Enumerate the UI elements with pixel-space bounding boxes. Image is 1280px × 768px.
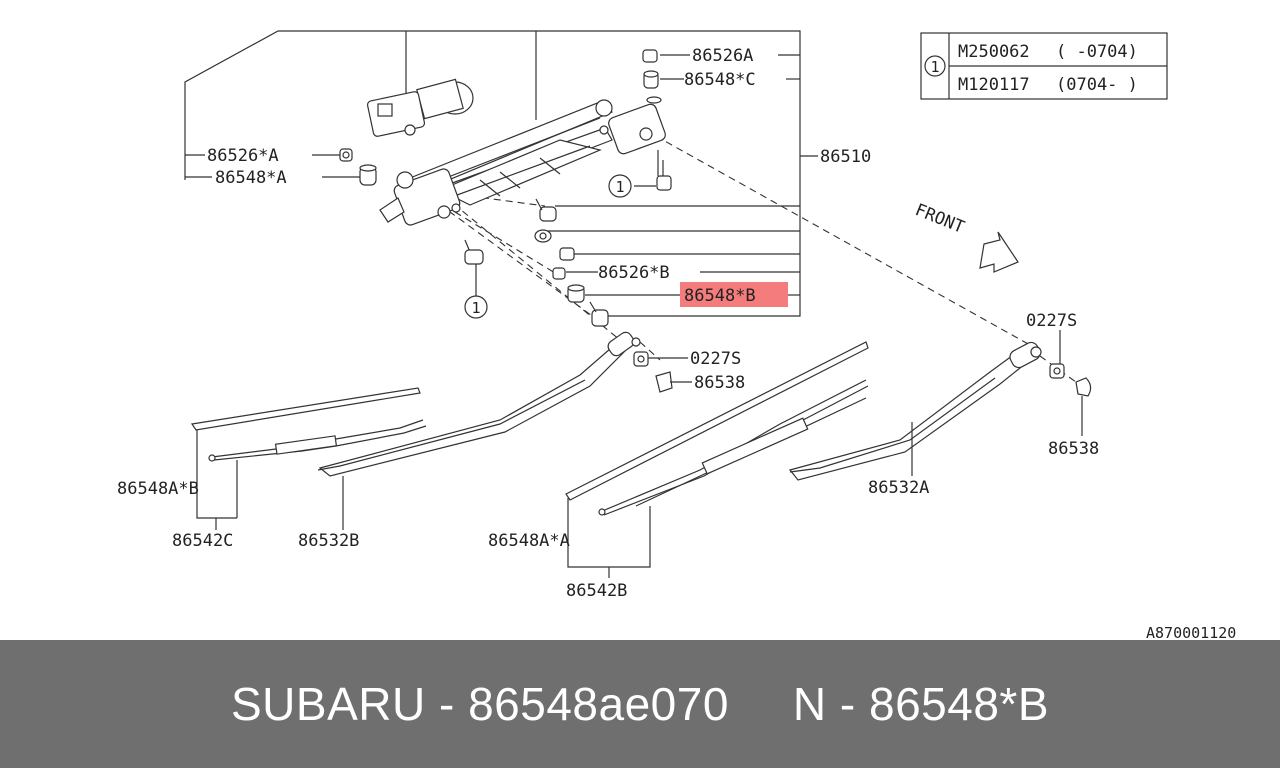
label-0227S-mid: 0227S	[690, 349, 741, 369]
footer-part-number: SUBARU - 86548ae070	[230, 678, 729, 730]
right-wiper-arm	[788, 341, 1042, 481]
figure-code: A870001120	[1146, 624, 1236, 640]
bracket-lines	[184, 30, 818, 317]
callout-labels: 86526A 86548*C 86510 86526*A 86548*A 865…	[117, 46, 1236, 640]
label-86542C: 86542C	[172, 531, 233, 551]
label-86548A-left: 86548*A	[215, 168, 287, 188]
ref-marker-top: 1	[615, 178, 624, 196]
fasteners	[339, 49, 672, 327]
front-label: FRONT	[912, 200, 967, 238]
ref-markers: 1 1	[464, 174, 632, 319]
label-86538-right: 86538	[1048, 439, 1099, 459]
legend-row2-part: M120117	[958, 75, 1030, 95]
footer-bar: SUBARU - 86548ae070 N - 86548*B	[0, 640, 1280, 768]
legend-row1-range: ( -0704)	[1056, 42, 1138, 62]
label-86510: 86510	[820, 147, 871, 167]
label-86542B: 86542B	[566, 581, 627, 601]
label-86532B: 86532B	[298, 531, 359, 551]
bottom-brackets	[196, 430, 651, 578]
label-0227S-right: 0227S	[1026, 311, 1077, 331]
label-86532A: 86532A	[868, 478, 929, 498]
arm-nuts-caps	[633, 330, 1092, 476]
label-86526A-left: 86526*A	[207, 146, 279, 166]
label-86538-mid: 86538	[694, 373, 745, 393]
front-indicator: FRONT	[912, 200, 1019, 273]
legend-row2-range: (0704- )	[1056, 75, 1138, 95]
highlight-box	[680, 282, 788, 307]
footer-diagram-ref: N - 86548*B	[792, 678, 1050, 730]
legend-row1-part: M250062	[958, 42, 1030, 62]
front-arrow-icon	[979, 231, 1019, 273]
ref-marker-bottom: 1	[471, 299, 480, 317]
label-86548AA: 86548A*A	[488, 531, 570, 551]
label-86526A-top: 86526A	[692, 46, 753, 66]
wiper-motor-linkage	[366, 78, 666, 226]
label-86548C: 86548*C	[684, 70, 756, 90]
left-wiper-blade	[190, 387, 427, 462]
legend-marker: 1	[930, 58, 939, 76]
legend-marker-circle	[924, 55, 946, 77]
label-86548AB: 86548A*B	[117, 479, 199, 499]
left-wiper-arm	[317, 331, 641, 477]
legend-table: 1 M250062 ( -0704) M120117 (0704- )	[920, 32, 1168, 100]
parts-diagram: 1 M250062 ( -0704) M120117 (0704- )	[117, 30, 1237, 640]
label-86526B: 86526*B	[598, 263, 670, 283]
label-86548B-highlighted: 86548*B	[684, 286, 756, 306]
right-wiper-blade	[565, 341, 869, 516]
